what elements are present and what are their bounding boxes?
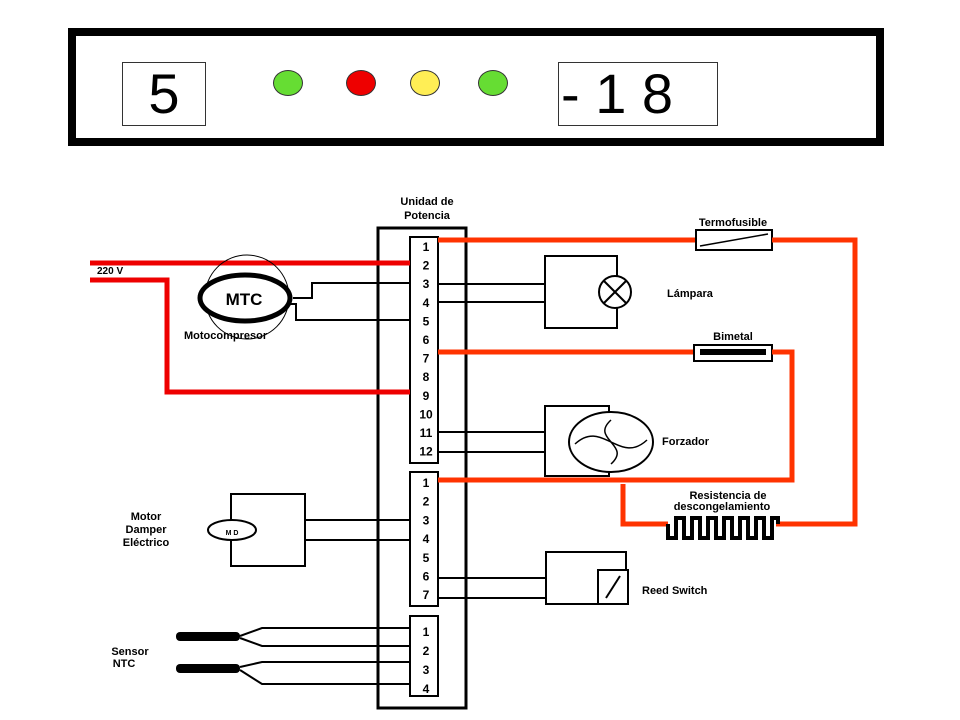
display-right: - 1 8 [558, 62, 718, 126]
forzador-label: Forzador [662, 436, 710, 448]
connector-a-pin: 7 [423, 352, 430, 366]
control-panel: 5 - 1 8 [68, 28, 884, 146]
bimetal-label: Bimetal [713, 331, 753, 343]
motocompresor-symbol: MTC [226, 290, 263, 309]
bimetal-wire-right [438, 349, 795, 483]
connector-a-pin: 3 [423, 277, 430, 291]
damper-symbol: M D [226, 530, 239, 537]
supply-label: 220 V [97, 266, 123, 277]
connector-b-pin: 6 [423, 570, 430, 584]
termofusible-wire-right [772, 237, 858, 527]
display-left: 5 [122, 62, 206, 126]
indicator-1-icon [273, 70, 303, 96]
bimetal-strip [700, 349, 766, 355]
supply-line-2 [90, 277, 410, 395]
connector-b-block [409, 471, 439, 607]
resistencia-label-line2: descongelamiento [674, 501, 771, 513]
resistencia-icon [666, 516, 780, 540]
sensor-wire-1 [239, 627, 410, 637]
connector-c-block [409, 615, 439, 697]
connector-a-pin: 11 [420, 426, 433, 440]
connector-a-block [409, 236, 439, 464]
connector-c-pin: 3 [423, 663, 430, 677]
connector-a-pin: 2 [423, 259, 430, 273]
termofusible-diagonal [699, 233, 769, 247]
motocompresor-wire-2 [290, 303, 410, 321]
termofusible-label: Termofusible [699, 217, 767, 229]
connector-c-pin: 4 [423, 682, 430, 696]
connector-a-pin: 8 [423, 370, 430, 384]
reed-switch-contact [605, 575, 621, 599]
sensor-label-line2: NTC [113, 658, 136, 670]
motocompresor-wire-1 [293, 282, 410, 299]
damper-label-line3: Eléctrico [123, 537, 170, 549]
sensor-wire-3 [239, 661, 410, 668]
connector-c-pin: 2 [423, 644, 430, 658]
resistencia-label-line1: Resistencia de [689, 490, 766, 502]
connector-b-pin: 2 [423, 495, 430, 509]
damper-icon [207, 519, 257, 541]
sensor-probe-1-icon [176, 632, 240, 641]
connector-b-pin: 3 [423, 513, 430, 527]
damper-label-line1: Motor [131, 511, 162, 523]
connector-a-pin: 5 [423, 314, 430, 328]
unit-title-line1: Unidad de [400, 196, 453, 208]
lampara-cross-b [603, 280, 627, 304]
connector-c-pins: 1 2 3 4 [423, 625, 430, 696]
connector-a-pin: 12 [419, 445, 433, 459]
indicator-2-icon [346, 70, 376, 96]
connector-b-pin: 1 [423, 476, 430, 490]
connector-b-pin: 4 [423, 532, 430, 546]
lampara-label: Lámpara [667, 288, 714, 300]
connector-b-pin: 7 [423, 588, 430, 602]
connector-b-pins: 1 2 3 4 5 6 7 [423, 476, 430, 602]
damper-label-line2: Damper [126, 524, 168, 536]
motocompresor-icon [197, 272, 293, 324]
connector-c-pin: 1 [423, 625, 430, 639]
connector-a-pin: 10 [419, 407, 433, 421]
connector-a-pin: 6 [423, 333, 430, 347]
connector-a-pin: 4 [423, 296, 430, 310]
connector-b-pin: 5 [423, 551, 430, 565]
indicator-4-icon [478, 70, 508, 96]
sensor-wire-4 [239, 669, 410, 685]
connector-a-pin: 1 [423, 240, 430, 254]
forzador-blade-b [604, 419, 618, 465]
reed-switch-label: Reed Switch [642, 585, 708, 597]
sensor-probe-2-icon [176, 664, 240, 673]
unit-title-line2: Potencia [404, 210, 451, 222]
motocompresor-label: Motocompresor [184, 330, 268, 342]
sensor-wire-2 [239, 637, 410, 647]
indicator-3-icon [410, 70, 440, 96]
resistencia-wire-left [620, 484, 668, 527]
connector-a-pin: 9 [423, 389, 430, 403]
sensor-label-line1: Sensor [111, 646, 149, 658]
